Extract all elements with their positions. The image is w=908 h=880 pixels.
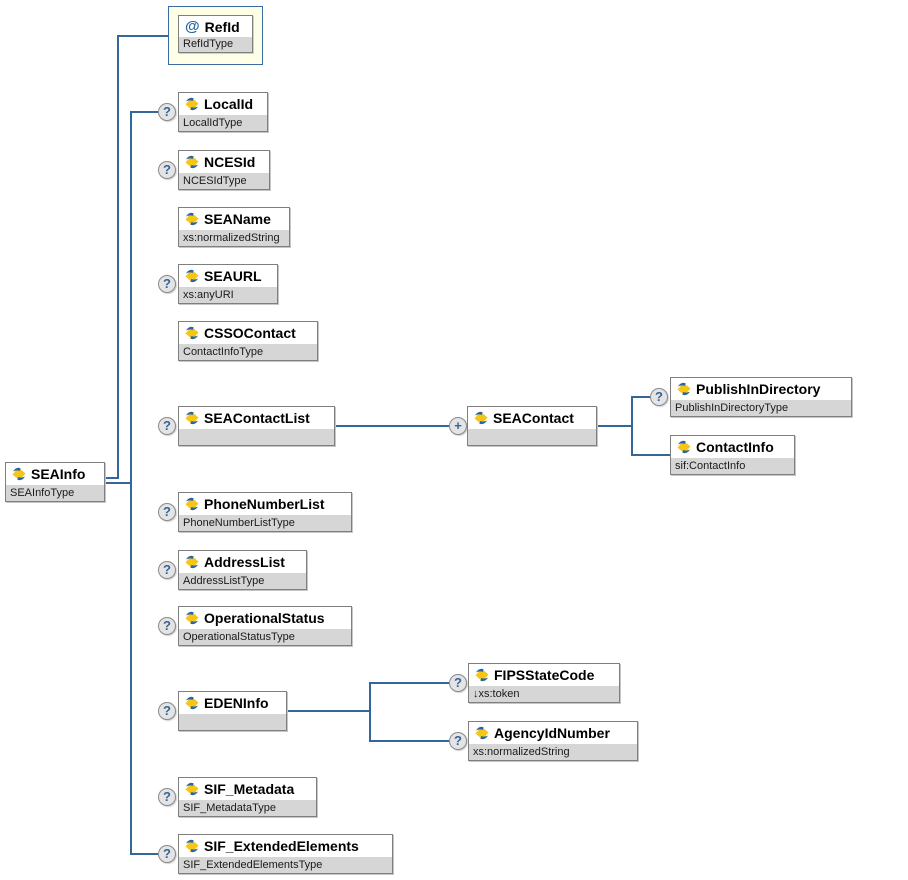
element-icon xyxy=(475,726,489,740)
node-label: EDENInfo xyxy=(204,695,269,711)
node-type: sif:ContactInfo xyxy=(671,458,794,474)
element-icon xyxy=(185,155,199,169)
node-label: SEAURL xyxy=(204,268,262,284)
schema-node-seacontact[interactable]: SEAContact xyxy=(467,406,597,446)
node-type xyxy=(179,429,334,445)
element-icon xyxy=(185,411,199,425)
optional-indicator-edeninfo: ? xyxy=(158,702,176,720)
node-type xyxy=(179,714,286,730)
schema-node-seainfo[interactable]: SEAInfo SEAInfoType xyxy=(5,462,105,502)
node-type: SIF_ExtendedElementsType xyxy=(179,857,392,873)
node-label: SIF_Metadata xyxy=(204,781,295,797)
node-label: SEAContactList xyxy=(204,410,310,426)
node-label: OperationalStatus xyxy=(204,610,325,626)
node-type: xs:normalizedString xyxy=(469,744,637,760)
schema-node-publishindirectory[interactable]: PublishInDirectory PublishInDirectoryTyp… xyxy=(670,377,852,417)
node-type: NCESIdType xyxy=(179,173,269,189)
node-label: SEAName xyxy=(204,211,271,227)
node-label: RefId xyxy=(204,18,240,35)
schema-node-seaurl[interactable]: SEAURL xs:anyURI xyxy=(178,264,278,304)
node-type: RefIdType xyxy=(179,37,252,52)
element-icon xyxy=(185,782,199,796)
node-type: OperationalStatusType xyxy=(179,629,351,645)
node-label: PublishInDirectory xyxy=(696,381,821,397)
element-icon xyxy=(475,668,489,682)
element-icon xyxy=(677,382,691,396)
element-icon xyxy=(185,555,199,569)
schema-node-sifmetadata[interactable]: SIF_Metadata SIF_MetadataType xyxy=(178,777,317,817)
node-type: ↓xs:token xyxy=(469,686,619,702)
node-type: ContactInfoType xyxy=(179,344,317,360)
optional-indicator-phonenumberlist: ? xyxy=(158,503,176,521)
element-icon xyxy=(12,467,26,481)
optional-indicator-addresslist: ? xyxy=(158,561,176,579)
schema-node-ncesid[interactable]: NCESId NCESIdType xyxy=(178,150,270,190)
node-type: SEAInfoType xyxy=(6,485,104,501)
node-type: LocalIdType xyxy=(179,115,267,131)
element-icon xyxy=(185,212,199,226)
element-icon xyxy=(185,97,199,111)
schema-node-edeninfo[interactable]: EDENInfo xyxy=(178,691,287,731)
schema-node-agencyidnumber[interactable]: AgencyIdNumber xs:normalizedString xyxy=(468,721,638,761)
node-label: SIF_ExtendedElements xyxy=(204,838,359,854)
schema-node-seaname[interactable]: SEAName xs:normalizedString xyxy=(178,207,290,247)
schema-node-refid[interactable]: @ RefId RefIdType xyxy=(178,15,253,53)
node-label: AgencyIdNumber xyxy=(494,725,610,741)
element-icon xyxy=(185,326,199,340)
element-icon xyxy=(185,611,199,625)
schema-node-contactinfo[interactable]: ContactInfo sif:ContactInfo xyxy=(670,435,795,475)
node-label: LocalId xyxy=(204,96,254,112)
node-type: AddressListType xyxy=(179,573,306,589)
node-type: PhoneNumberListType xyxy=(179,515,351,531)
optional-indicator-seacontactlist: ? xyxy=(158,417,176,435)
schema-node-fipsstatecode[interactable]: FIPSStateCode ↓xs:token xyxy=(468,663,620,703)
node-label: NCESId xyxy=(204,154,256,170)
optional-indicator-ncesid: ? xyxy=(158,161,176,179)
attribute-icon: @ xyxy=(185,17,200,35)
optional-indicator-localid: ? xyxy=(158,103,176,121)
attribute-container: @ RefId RefIdType xyxy=(168,6,263,65)
element-icon xyxy=(185,696,199,710)
schema-node-sifextendedelements[interactable]: SIF_ExtendedElements SIF_ExtendedElement… xyxy=(178,834,393,874)
optional-indicator-sifmetadata: ? xyxy=(158,788,176,806)
repeat-indicator-seacontact: + xyxy=(449,417,467,435)
optional-indicator-agencyidnumber: ? xyxy=(449,732,467,750)
node-type: xs:anyURI xyxy=(179,287,277,303)
node-label: CSSOContact xyxy=(204,325,296,341)
node-label: SEAInfo xyxy=(31,466,86,482)
element-icon xyxy=(185,269,199,283)
node-type: SIF_MetadataType xyxy=(179,800,316,816)
element-icon xyxy=(185,839,199,853)
schema-node-cssocontact[interactable]: CSSOContact ContactInfoType xyxy=(178,321,318,361)
node-type: PublishInDirectoryType xyxy=(671,400,851,416)
schema-node-seacontactlist[interactable]: SEAContactList xyxy=(178,406,335,446)
element-icon xyxy=(677,440,691,454)
schema-node-operationalstatus[interactable]: OperationalStatus OperationalStatusType xyxy=(178,606,352,646)
optional-indicator-seaurl: ? xyxy=(158,275,176,293)
schema-node-localid[interactable]: LocalId LocalIdType xyxy=(178,92,268,132)
schema-node-addresslist[interactable]: AddressList AddressListType xyxy=(178,550,307,590)
element-icon xyxy=(474,411,488,425)
element-icon xyxy=(185,497,199,511)
optional-indicator-sifextendedelements: ? xyxy=(158,845,176,863)
optional-indicator-publishindirectory: ? xyxy=(650,388,668,406)
node-type xyxy=(468,429,596,445)
node-label: FIPSStateCode xyxy=(494,667,595,683)
node-label: PhoneNumberList xyxy=(204,496,325,512)
optional-indicator-operationalstatus: ? xyxy=(158,617,176,635)
schema-node-phonenumberlist[interactable]: PhoneNumberList PhoneNumberListType xyxy=(178,492,352,532)
node-label: SEAContact xyxy=(493,410,574,426)
node-label: ContactInfo xyxy=(696,439,774,455)
node-type: xs:normalizedString xyxy=(179,230,289,246)
node-label: AddressList xyxy=(204,554,285,570)
optional-indicator-fipsstatecode: ? xyxy=(449,674,467,692)
